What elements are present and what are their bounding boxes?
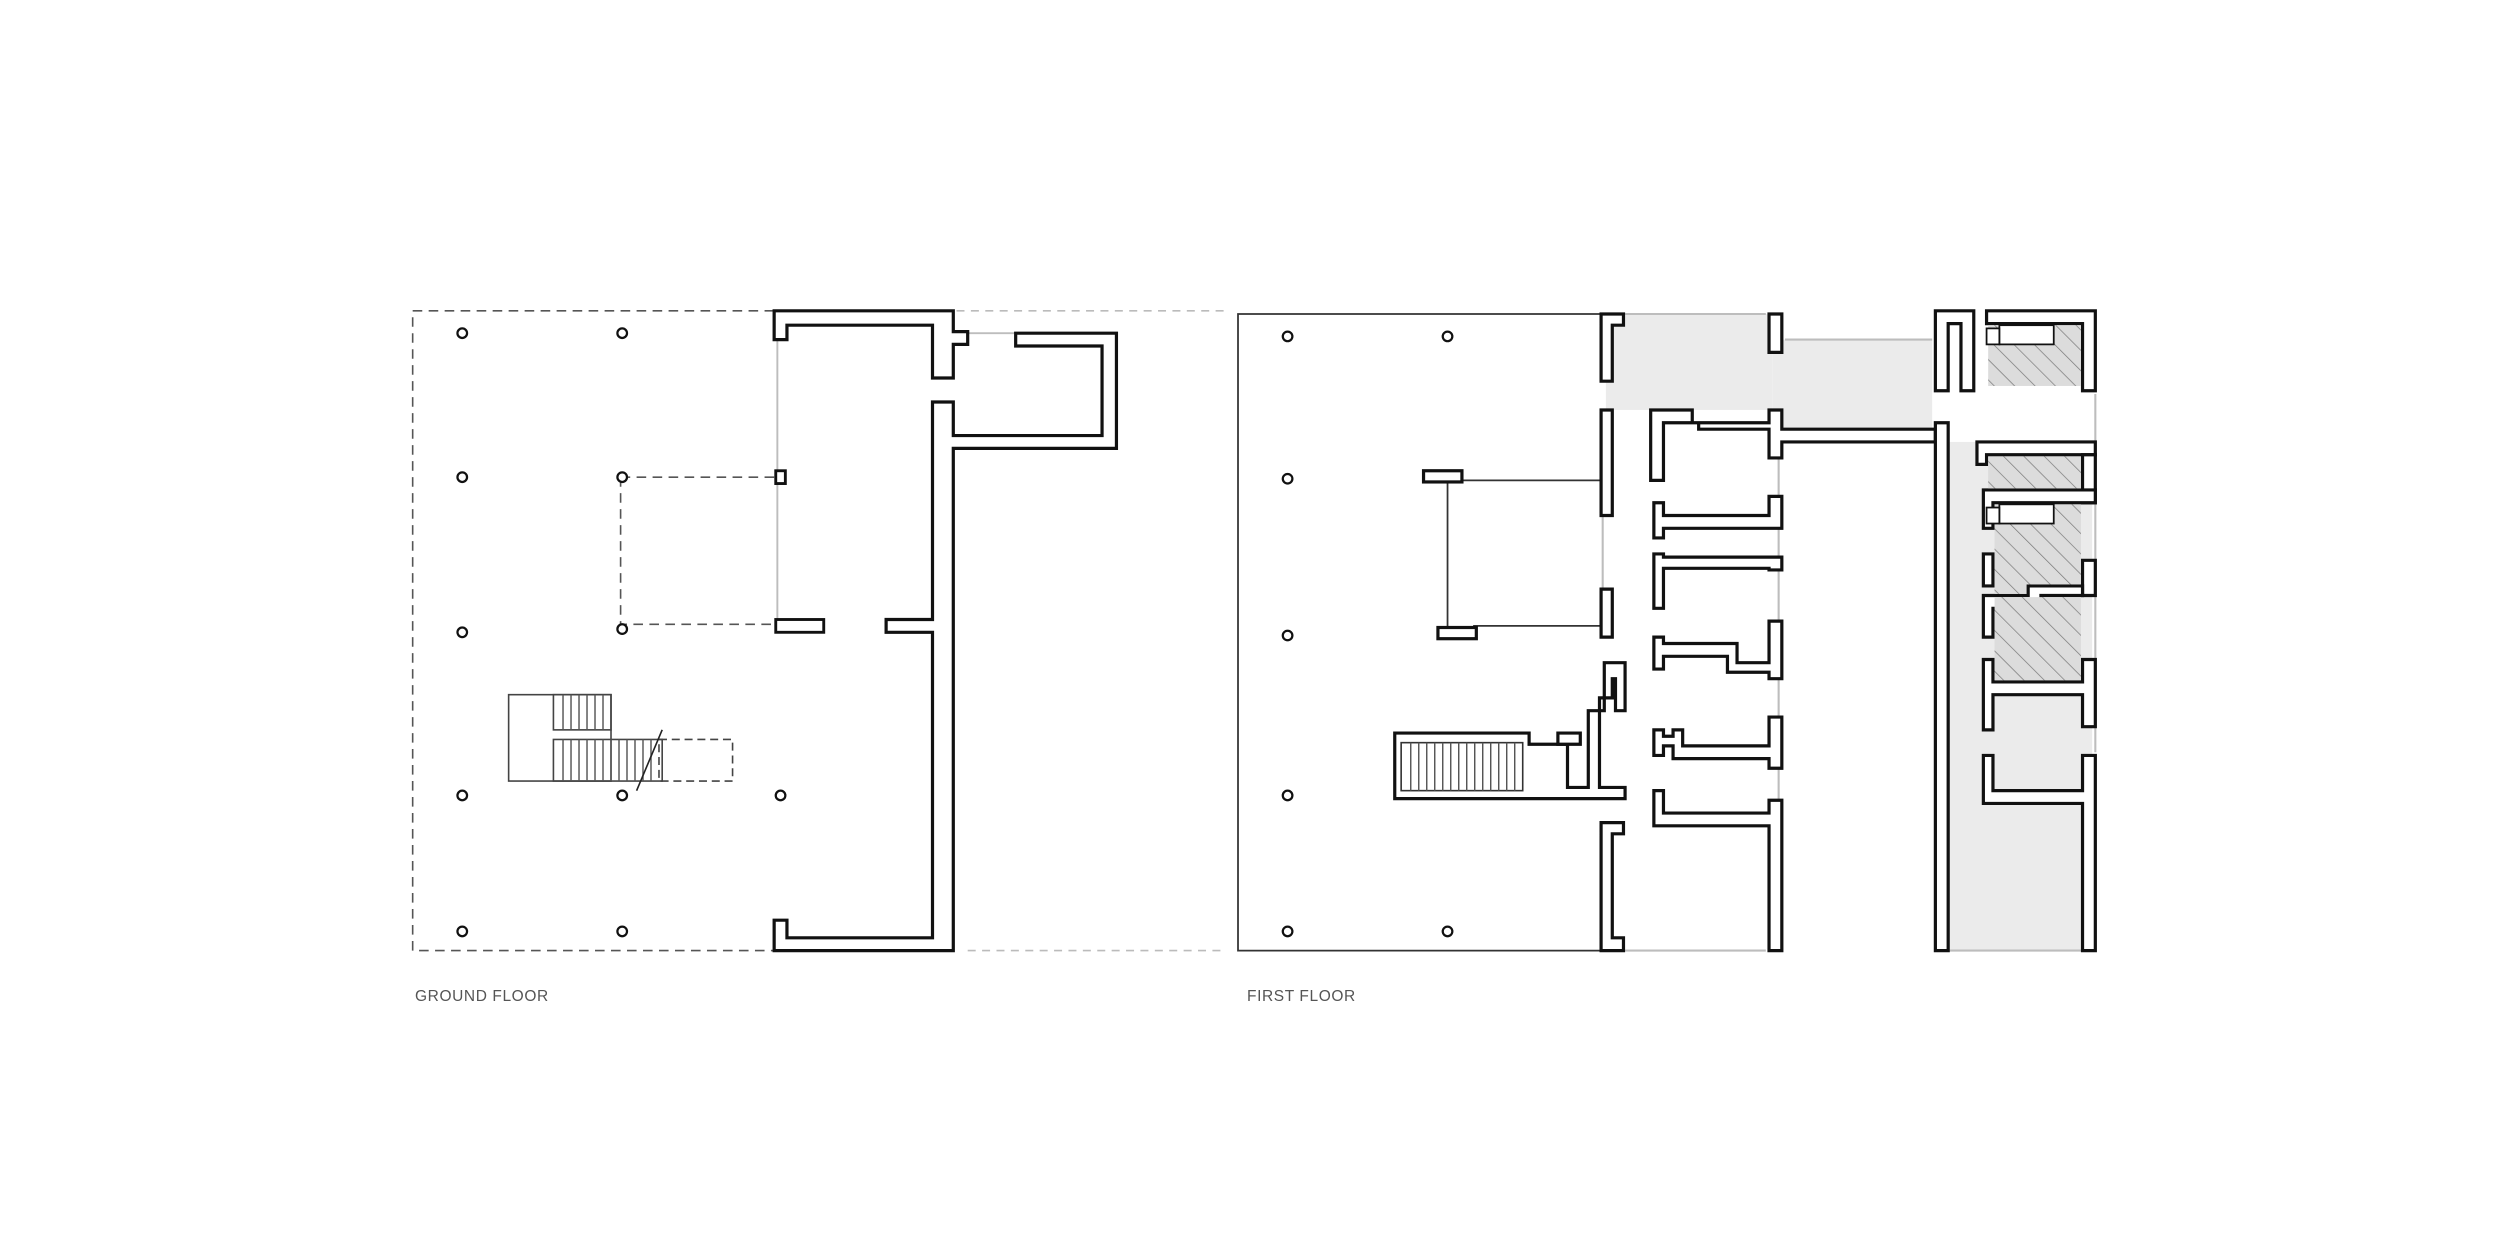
column-marker: [616, 327, 629, 340]
ground-wall-stub: [774, 618, 826, 634]
column-marker: [616, 471, 629, 484]
first-floor-plan: [1237, 309, 2097, 953]
ground-floor-label: GROUND FLOOR: [415, 988, 549, 1005]
first-floor-kitchenettes: [1985, 324, 2055, 525]
column-marker: [774, 789, 787, 802]
column-marker: [1281, 629, 1294, 642]
first-floor-staircase: [1400, 741, 1524, 792]
ground-wall-stub: [774, 469, 787, 485]
ground-staircase: [507, 693, 734, 791]
ground-main-wall: [772, 309, 970, 380]
column-marker: [1281, 330, 1294, 343]
column-marker: [616, 623, 629, 636]
first-floor-outline: [1237, 313, 1603, 952]
column-marker: [1441, 330, 1454, 343]
first-floor-label: FIRST FLOOR: [1247, 988, 1356, 1005]
column-marker: [456, 789, 469, 802]
column-marker: [616, 925, 629, 938]
column-marker: [1281, 925, 1294, 938]
column-marker: [456, 471, 469, 484]
column-marker: [456, 925, 469, 938]
ground-floor-plan: [411, 309, 1224, 953]
ground-dashed-outline: [411, 310, 1224, 952]
column-marker: [1281, 472, 1294, 485]
column-marker: [1281, 789, 1294, 802]
ground-east-wall: [772, 331, 1119, 953]
first-column-grid: [1281, 330, 1454, 938]
column-marker: [456, 626, 469, 639]
ground-column-grid: [456, 327, 787, 938]
column-marker: [616, 789, 629, 802]
column-marker: [456, 327, 469, 340]
column-marker: [1441, 925, 1454, 938]
